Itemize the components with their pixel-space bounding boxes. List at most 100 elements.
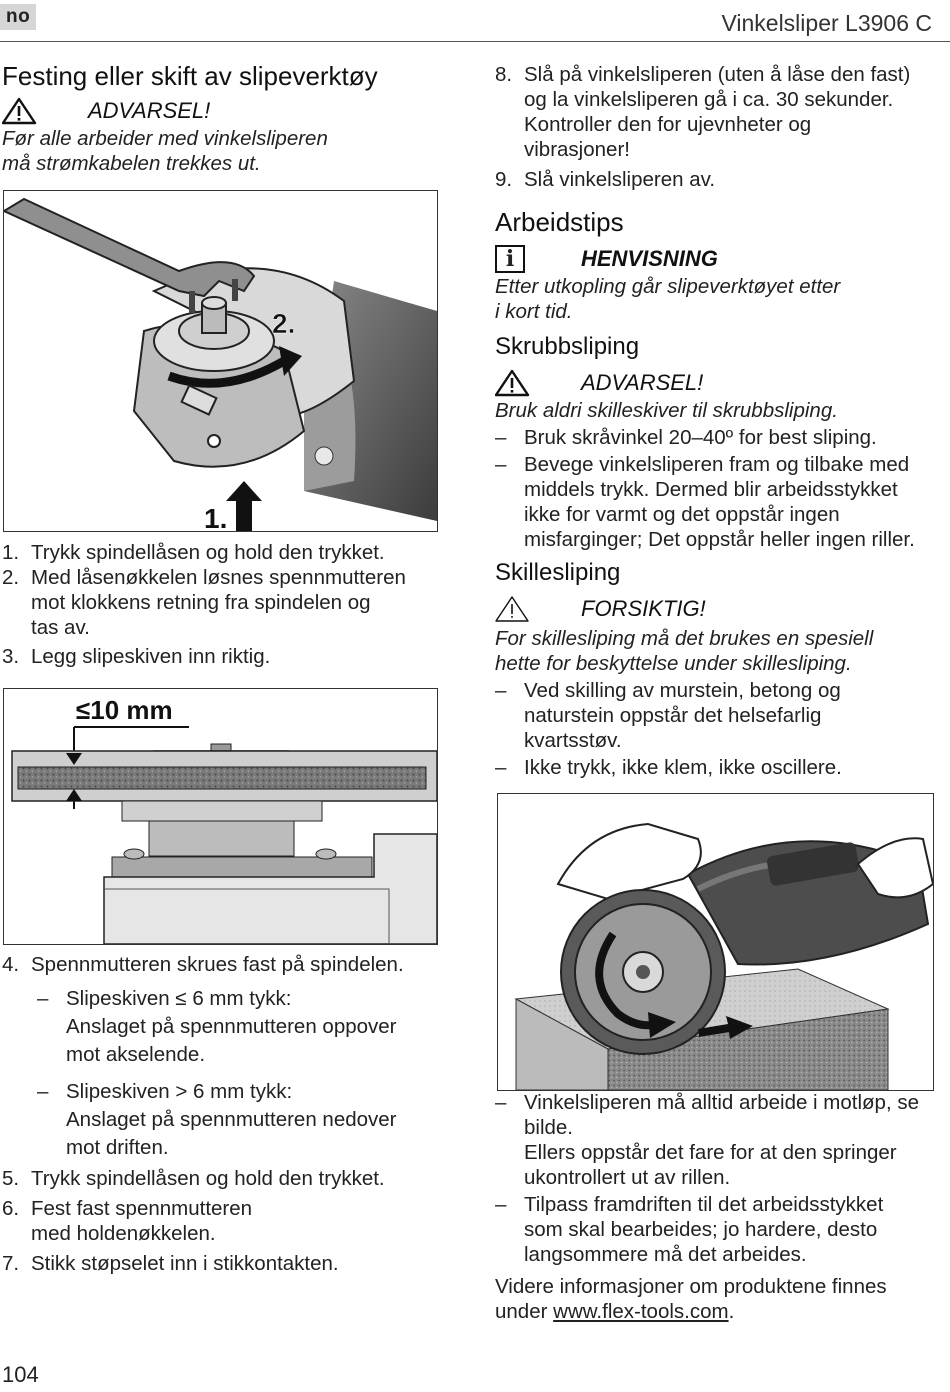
info-icon: i — [495, 245, 525, 273]
item-line: mot driften. — [66, 1136, 169, 1159]
item-number: 8. — [495, 63, 513, 86]
item-line: Kontroller den for ujevnheter og — [524, 113, 812, 136]
header-rule — [0, 41, 950, 42]
list-item: 9. Slå vinkelsliperen av. — [495, 167, 935, 192]
dash: – — [495, 1193, 507, 1216]
item-number: 2. — [2, 566, 20, 589]
list-item: 3. Legg slipeskiven inn riktig. — [2, 644, 442, 669]
list-item: 7. Stikk støpselet inn i stikkontakten. — [2, 1251, 442, 1276]
sub-item: – Slipeskiven ≤ 6 mm tykk: Anslaget på s… — [37, 985, 442, 1069]
item-line: Anslaget på spennmutteren nedover — [66, 1108, 397, 1131]
item-line: misfarginger; Det oppstår heller ingen r… — [524, 528, 915, 551]
item-text: Slå vinkelsliperen av. — [524, 168, 716, 191]
item-text: Stikk støpselet inn i stikkontakten. — [31, 1252, 339, 1275]
note-text-line: Etter utkopling går slipeverktøyet etter — [495, 275, 841, 298]
right-column-bottom: – Vinkelsliperen må alltid arbeide i mot… — [495, 1090, 935, 1324]
step2-label: 2. — [272, 308, 295, 339]
warning-text-line: Før alle arbeider med vinkelsliperen — [2, 127, 328, 150]
item-line: Bevege vinkelsliperen fram og tilbake me… — [524, 453, 910, 476]
item-line: middels trykk. Dermed blir arbeidsstykke… — [524, 478, 898, 501]
list-item: – Bruk skråvinkel 20–40º for best slipin… — [495, 425, 935, 450]
warning-icon — [495, 369, 530, 397]
warning-text-line: må strømkabelen trekkes ut. — [2, 152, 261, 175]
warning-heading: ADVARSEL! — [495, 368, 935, 398]
steps-list-b: 4. Spennmutteren skrues fast på spindele… — [2, 952, 442, 1276]
sub-list: – Slipeskiven ≤ 6 mm tykk: Anslaget på s… — [37, 985, 442, 1162]
left-column: Festing eller skift av slipeverktøy ADVA… — [2, 60, 442, 176]
dash: – — [37, 1080, 49, 1103]
more-info-link-line: under www.flex-tools.com. — [495, 1299, 935, 1324]
item-text: Spennmutteren skrues fast på spindelen. — [31, 953, 404, 976]
list-item: – Ved skilling av murstein, betong og na… — [495, 678, 935, 753]
warning-heading: ADVARSEL! — [2, 96, 442, 126]
figure-cutting — [497, 793, 934, 1091]
item-text: Slipeskiven > 6 mm tykk: Anslaget på spe… — [66, 1078, 397, 1162]
caution-text-line: hette for beskyttelse under skilleslipin… — [495, 652, 852, 675]
warning-label: ADVARSEL! — [88, 98, 211, 123]
item-line: Slipeskiven ≤ 6 mm tykk: — [66, 987, 292, 1010]
item-text: Ikke trykk, ikke klem, ikke oscillere. — [524, 756, 842, 779]
dash: – — [495, 756, 507, 779]
item-text: Bevege vinkelsliperen fram og tilbake me… — [524, 452, 915, 552]
dash: – — [495, 679, 507, 702]
figure-flange: ≤10 mm — [3, 688, 438, 945]
item-number: 9. — [495, 168, 513, 191]
item-text: Fest fast spennmutteren med holdenøkkele… — [31, 1196, 252, 1246]
item-number: 7. — [2, 1252, 20, 1275]
list-item: 6. Fest fast spennmutteren med holdenøkk… — [2, 1196, 442, 1246]
dash: – — [495, 453, 507, 476]
more-info-prefix: under — [495, 1300, 554, 1323]
item-number: 3. — [2, 645, 20, 668]
item-line: og la vinkelsliperen gå i ca. 30 sekunde… — [524, 88, 894, 111]
item-line: Slå på vinkelsliperen (uten å låse den f… — [524, 63, 911, 86]
caution-text-line: For skillesliping må det brukes en spesi… — [495, 627, 874, 650]
list-item: 4. Spennmutteren skrues fast på spindele… — [2, 952, 442, 977]
website-link[interactable]: www.flex-tools.com — [553, 1300, 729, 1323]
item-text: Slipeskiven ≤ 6 mm tykk: Anslaget på spe… — [66, 985, 397, 1069]
item-line: Fest fast spennmutteren — [31, 1197, 253, 1220]
item-line: Ellers oppstår det fare for at den sprin… — [524, 1141, 897, 1164]
item-text: Med låsenøkkelen løsnes spennmutteren mo… — [31, 565, 406, 640]
warning-label: ADVARSEL! — [581, 370, 704, 395]
rough-grinding-title: Skrubbsliping — [495, 333, 640, 360]
item-text: Trykk spindellåsen og hold den trykket. — [31, 1167, 385, 1190]
item-line: tas av. — [31, 616, 90, 639]
dash: – — [37, 987, 49, 1010]
section-title: Festing eller skift av slipeverktøy — [2, 61, 378, 91]
list-item: 5. Trykk spindellåsen og hold den trykke… — [2, 1166, 442, 1191]
note-heading: i HENVISNING — [495, 244, 935, 274]
item-line: mot klokkens retning fra spindelen og — [31, 591, 371, 614]
item-text: Slå på vinkelsliperen (uten å låse den f… — [524, 62, 910, 162]
note-text-line: i kort tid. — [495, 300, 573, 323]
item-number: 5. — [2, 1167, 20, 1190]
list-item: – Bevege vinkelsliperen fram og tilbake … — [495, 452, 935, 552]
list-item: 8. Slå på vinkelsliperen (uten å låse de… — [495, 62, 935, 162]
list-item: – Ikke trykk, ikke klem, ikke oscillere. — [495, 755, 935, 780]
item-number: 1. — [2, 541, 20, 564]
item-line: ikke for varmt og det oppstår ingen — [524, 503, 840, 526]
grinder-spanner-illustration: 1. 2. — [4, 197, 437, 531]
warning-text: Bruk aldri skilleskiver til skrubbslipin… — [495, 399, 838, 422]
item-line: som skal bearbeides; jo hardere, desto — [524, 1218, 878, 1241]
caution-icon — [495, 596, 529, 622]
item-text: Tilpass framdriften til det arbeidsstykk… — [524, 1192, 883, 1267]
item-line: Anslaget på spennmutteren oppover — [66, 1015, 397, 1038]
item-line: med holdenøkkelen. — [31, 1222, 216, 1245]
item-line: Slipeskiven > 6 mm tykk: — [66, 1080, 293, 1103]
sub-item: – Slipeskiven > 6 mm tykk: Anslaget på s… — [37, 1078, 442, 1162]
item-line: ukontrollert ut av rillen. — [524, 1166, 731, 1189]
item-line: mot akselende. — [66, 1043, 206, 1066]
item-line: naturstein oppstår det helsefarlig — [524, 704, 822, 727]
item-line: vibrasjoner! — [524, 138, 630, 161]
cutting-illustration — [514, 822, 933, 1090]
flange-illustration: ≤10 mm — [11, 695, 437, 944]
running-title: Vinkelsliper L3906 C — [721, 10, 932, 36]
item-text: Legg slipeskiven inn riktig. — [31, 645, 271, 668]
figure-disc-removal: 1. 2. — [3, 190, 438, 532]
item-text: Trykk spindellåsen og hold den trykket. — [31, 541, 385, 564]
item-number: 6. — [2, 1197, 20, 1220]
page-number: 104 — [2, 1362, 39, 1387]
more-info-line: Videre informasjoner om produktene finne… — [495, 1275, 887, 1298]
item-line: Ved skilling av murstein, betong og — [524, 679, 841, 702]
note-label: HENVISNING — [581, 246, 718, 271]
